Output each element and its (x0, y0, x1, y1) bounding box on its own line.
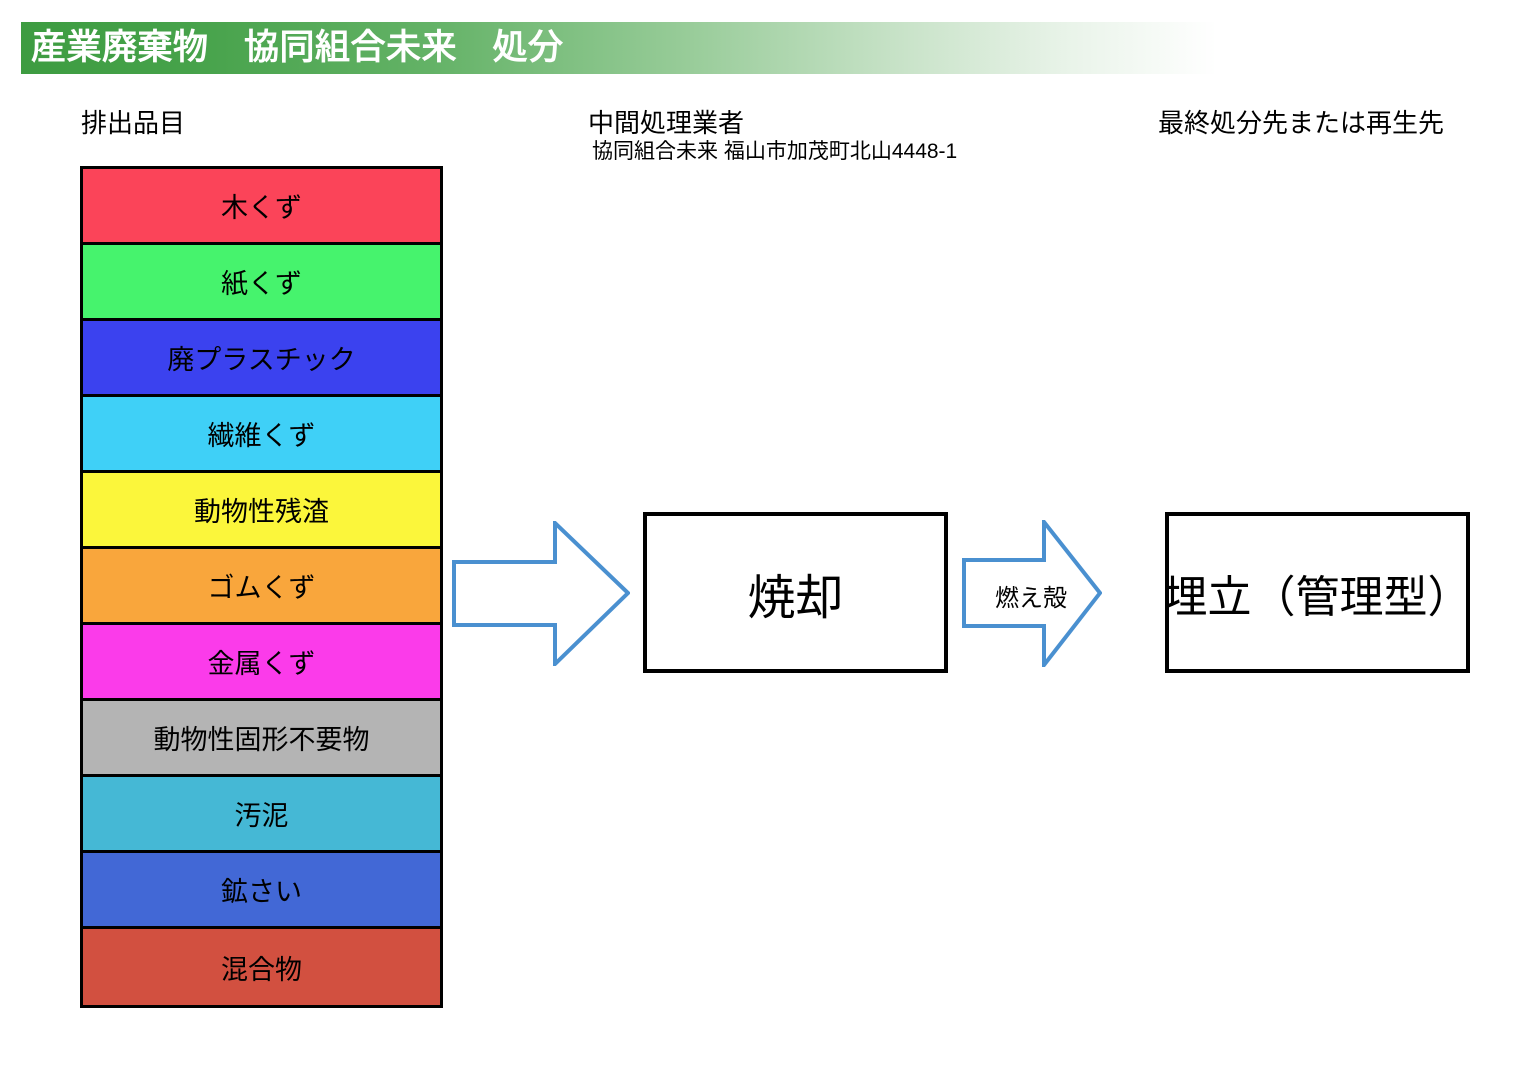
flow-arrow-to-incineration (452, 521, 630, 666)
residue-arrow-label: 燃え殻 (995, 585, 1067, 612)
waste-item-row: ゴムくず (83, 549, 440, 625)
waste-item-row: 繊維くず (83, 397, 440, 473)
waste-item-label: 木くず (221, 193, 302, 223)
waste-item-label: 鉱さい (221, 877, 302, 907)
waste-item-label: 動物性固形不要物 (153, 725, 370, 755)
waste-item-row: 廃プラスチック (83, 321, 440, 397)
waste-item-label: 紙くず (221, 269, 302, 299)
waste-item-list: 木くず紙くず廃プラスチック繊維くず動物性残渣ゴムくず金属くず動物性固形不要物汚泥… (80, 166, 443, 1008)
flow-arrow-residue (962, 520, 1102, 667)
destination-box-landfill: 埋立（管理型） (1163, 512, 1472, 673)
waste-item-label: 動物性残渣 (194, 497, 329, 527)
waste-item-label: 汚泥 (234, 801, 289, 831)
waste-item-row: 混合物 (83, 929, 440, 1005)
final-column-heading: 最終処分先または再生先 (1158, 108, 1445, 138)
waste-item-row: 動物性固形不要物 (83, 701, 440, 777)
waste-item-row: 紙くず (83, 245, 440, 321)
waste-item-label: 廃プラスチック (167, 345, 356, 375)
waste-item-label: 混合物 (221, 954, 302, 985)
waste-item-row: 金属くず (83, 625, 440, 701)
right-arrow-icon (452, 521, 630, 666)
waste-item-label: 金属くず (207, 649, 316, 679)
intermediate-company-address: 協同組合未来 福山市加茂町北山4448-1 (592, 140, 958, 163)
process-box-label: 焼却 (747, 571, 844, 625)
process-box-incineration: 焼却 (643, 512, 948, 673)
waste-item-row: 木くず (83, 169, 440, 245)
page-title: 産業廃棄物 協同組合未来 処分 (31, 28, 564, 67)
waste-item-row: 動物性残渣 (83, 473, 440, 549)
waste-item-row: 汚泥 (83, 777, 440, 853)
waste-item-row: 鉱さい (83, 853, 440, 929)
right-arrow-icon (962, 520, 1102, 667)
waste-item-label: ゴムくず (207, 573, 316, 603)
intermediate-column-heading: 中間処理業者 (588, 108, 745, 138)
header-banner (21, 22, 1217, 74)
emission-column-heading: 排出品目 (81, 108, 186, 138)
waste-item-label: 繊維くず (207, 421, 316, 451)
destination-box-label: 埋立（管理型） (1163, 572, 1472, 622)
